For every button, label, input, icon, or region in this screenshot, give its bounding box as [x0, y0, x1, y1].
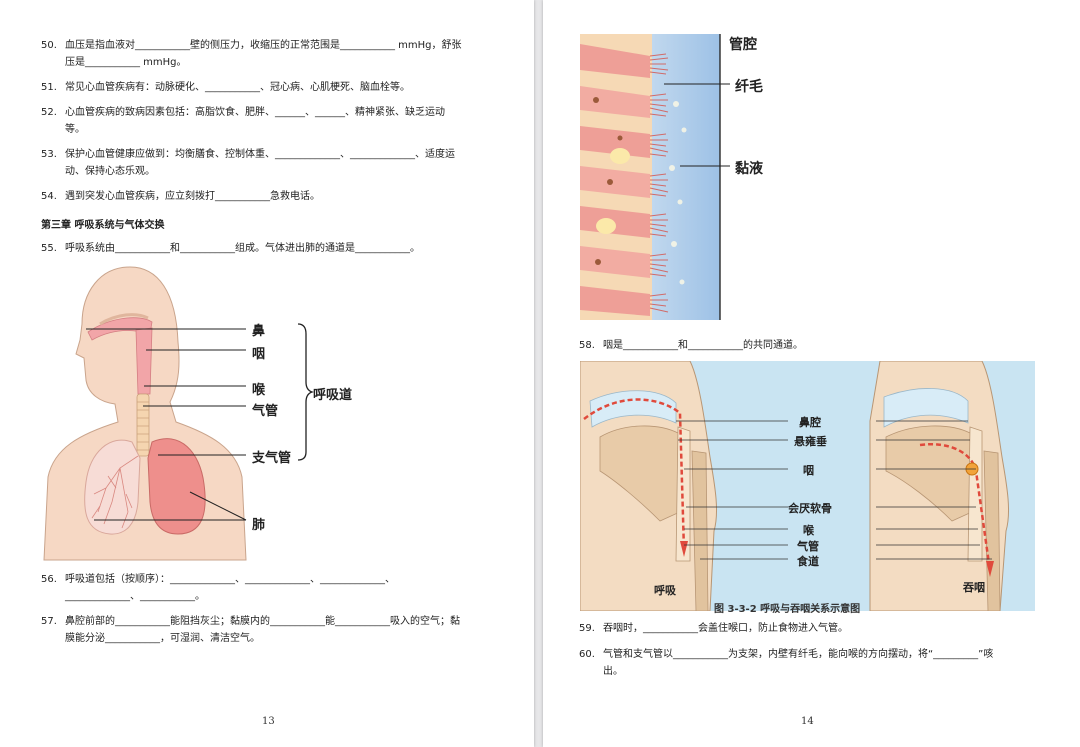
label-trachea: 气管: [252, 404, 279, 419]
label-epiglottis: 会厌软骨: [788, 502, 832, 515]
breathing-swallowing-figure: [580, 361, 1035, 611]
question-56: 56. 呼吸道包括（按顺序）：_____________、___________…: [41, 574, 395, 602]
page-13: 50. 血压是指血液对___________壁的侧压力，收缩压的正常范围是___…: [0, 0, 534, 747]
question-51: 51. 常见心血管疾病有：动脉硬化、___________、冠心病、心肌梗死、脑…: [41, 82, 410, 93]
palate-shape: [99, 313, 149, 326]
label-cilia: 纤毛: [735, 79, 763, 95]
label-lumen: 管腔: [729, 37, 757, 53]
chapter-heading: 第三章 呼吸系统与气体交换: [41, 220, 165, 231]
trachea-shape: [136, 393, 150, 457]
label-throat-larynx: 喉: [803, 524, 814, 537]
page-number: 13: [262, 716, 275, 727]
question-54: 54. 遇到突发心血管疾病，应立刻拨打___________急救电话。: [41, 191, 320, 202]
label-mucus: 黏液: [735, 161, 763, 177]
figure-caption: 图 3-3-2 呼吸与吞咽关系示意图: [714, 604, 861, 615]
label-breathing: 呼吸: [654, 584, 676, 597]
label-bronchus: 支气管: [252, 451, 292, 466]
question-58: 58. 咽是___________和___________的共同通道。: [579, 340, 803, 351]
mucus-droplets: [669, 101, 687, 285]
label-uvula: 悬雍垂: [794, 435, 827, 448]
trachea-rings: [137, 401, 149, 451]
question-53: 53. 保护心血管健康应做到：均衡膳食、控制体重、_____________、_…: [41, 149, 455, 177]
pharynx-shape: [135, 327, 153, 395]
respiratory-system-figure: [43, 266, 315, 561]
question-50: 50. 血压是指血液对___________壁的侧压力，收缩压的正常范围是___…: [41, 40, 462, 68]
label-pharynx: 咽: [252, 347, 266, 362]
label-throat-trachea: 气管: [797, 540, 819, 553]
question-59: 59. 吞咽时，___________会盖住喉口，防止食物进入气管。: [579, 623, 848, 634]
label-esophagus: 食道: [797, 555, 819, 568]
label-lung: 肺: [252, 518, 266, 533]
page-14: 管腔 纤毛 黏液 58. 咽是___________和___________的共…: [543, 0, 1080, 747]
bronchial-tree: [91, 455, 139, 529]
question-57: 57. 鼻腔前部的___________能阻挡灰尘；黏膜内的__________…: [41, 616, 460, 644]
page-number: 14: [801, 716, 814, 727]
question-55: 55. 呼吸系统由___________和___________组成。气体进出肺…: [41, 243, 420, 254]
cilia-leader-lines: [664, 83, 730, 167]
airway-bracket: [297, 323, 315, 461]
question-60: 60. 气管和支气管以___________为支架，内壁有纤毛，能向喉的方向摆动…: [579, 649, 994, 677]
label-airway: 呼吸道: [313, 388, 353, 403]
epithelial-cells: [580, 44, 650, 316]
label-swallowing: 吞咽: [963, 581, 985, 594]
breathing-head: [580, 361, 718, 611]
throat-leader-lines: [676, 420, 992, 560]
cilia-strands: [649, 53, 669, 313]
label-nose: 鼻: [252, 324, 266, 339]
label-throat-pharynx: 咽: [803, 464, 814, 477]
question-52: 52. 心血管疾病的致病因素包括：高脂饮食、肥胖、______、______、精…: [41, 107, 445, 135]
swallowing-head: [869, 361, 1010, 611]
label-nasal-cavity: 鼻腔: [799, 416, 821, 429]
leader-lines: [86, 328, 247, 521]
cilia-mucus-figure: [580, 34, 730, 320]
label-larynx: 喉: [252, 383, 266, 398]
